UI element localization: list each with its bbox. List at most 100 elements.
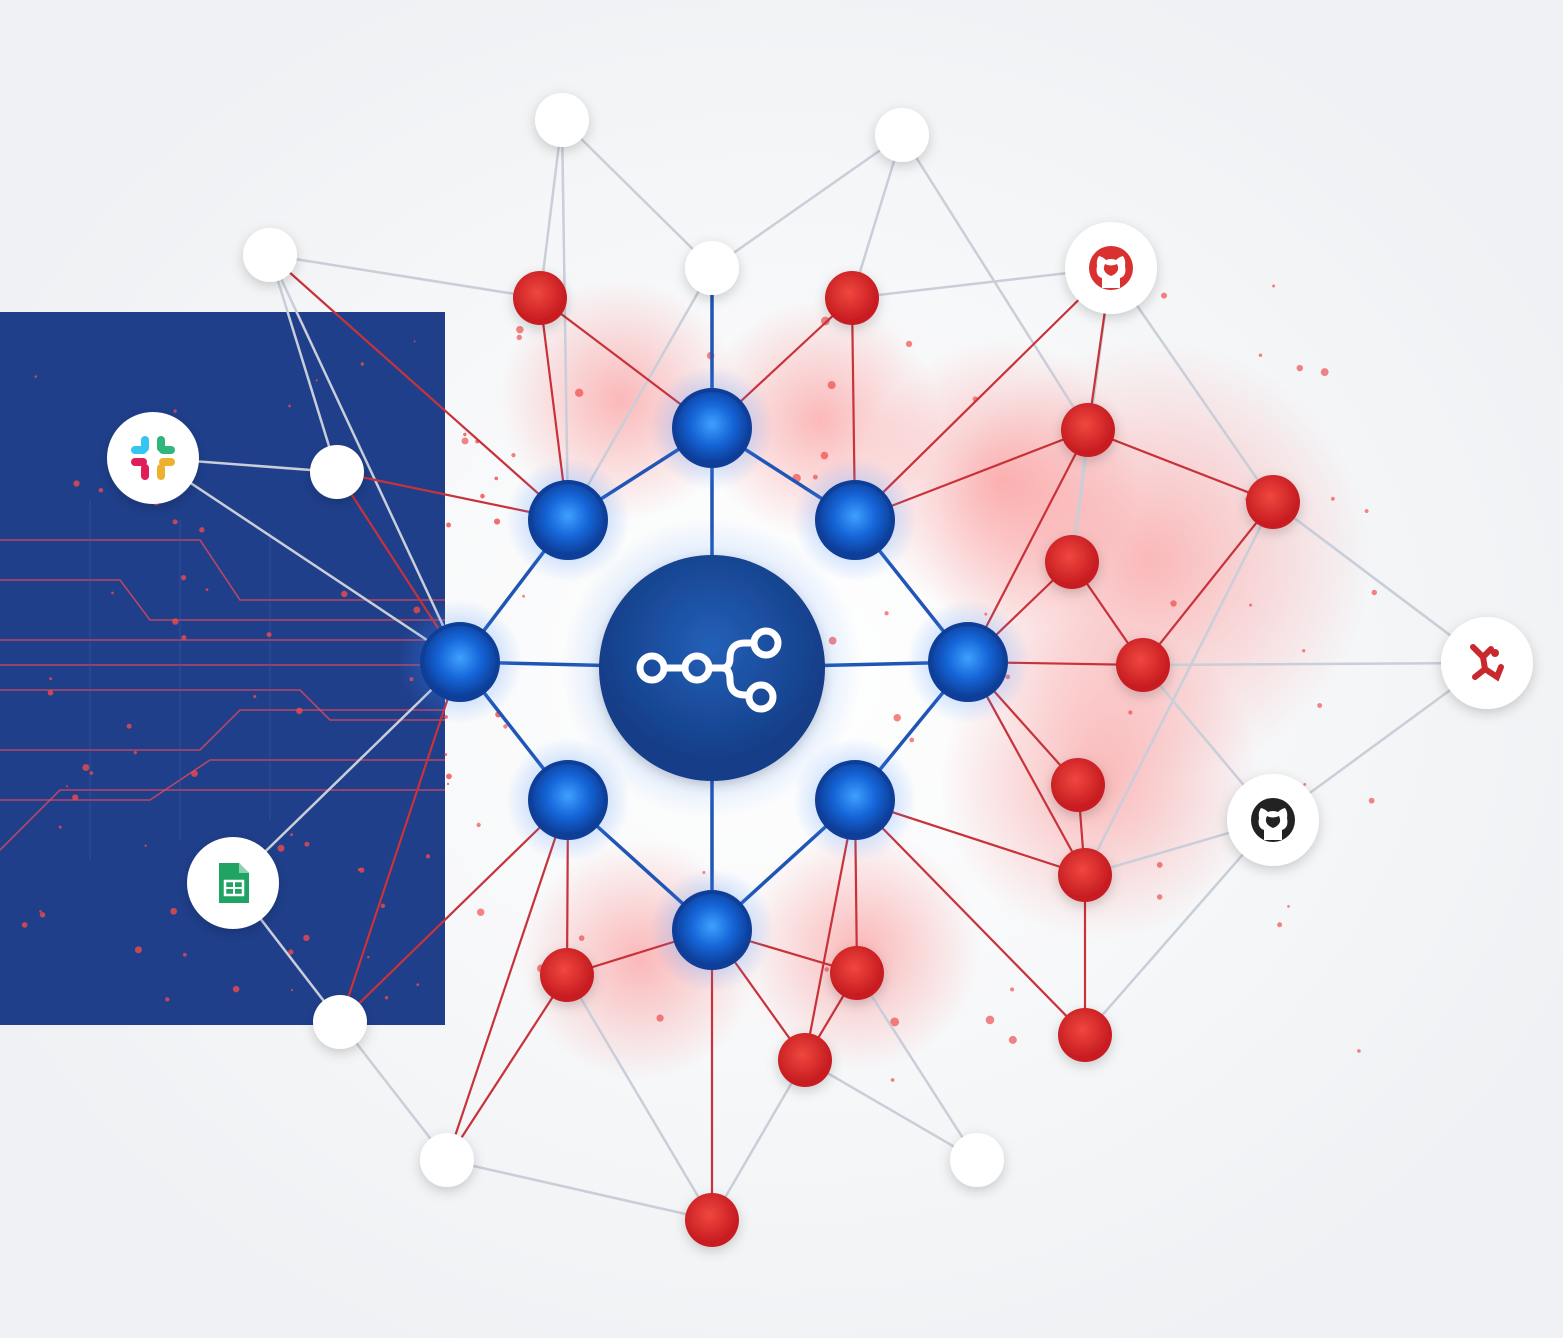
particle <box>824 967 829 972</box>
white-node <box>313 995 367 1049</box>
particle <box>59 826 62 829</box>
particle <box>1331 497 1335 501</box>
particle <box>66 785 68 787</box>
red-node <box>1051 758 1105 812</box>
blue-node <box>674 390 750 466</box>
particle <box>884 611 888 615</box>
particle <box>205 588 208 591</box>
particle <box>517 335 522 340</box>
particle <box>89 771 93 775</box>
particle <box>1357 1049 1361 1053</box>
particle <box>134 751 137 754</box>
particle <box>40 912 45 917</box>
particle <box>477 909 484 916</box>
particle <box>49 677 52 680</box>
particle <box>657 1014 664 1021</box>
particle <box>909 738 914 743</box>
particle <box>1161 293 1167 299</box>
particle <box>39 910 42 913</box>
particle <box>1369 798 1375 804</box>
particle <box>1317 703 1322 708</box>
particle <box>290 833 293 836</box>
particle <box>165 997 169 1001</box>
red-node <box>830 946 884 1000</box>
particle <box>267 632 272 637</box>
particle <box>579 935 585 941</box>
google-sheets-icon <box>219 863 249 903</box>
particle <box>233 986 240 993</box>
github-red-node <box>1065 222 1157 314</box>
particle <box>1259 354 1262 357</box>
particle <box>986 1016 995 1025</box>
particle <box>516 326 524 334</box>
particle <box>1009 1036 1017 1044</box>
red-node <box>1058 1008 1112 1062</box>
particle <box>82 764 89 771</box>
particle <box>1287 905 1290 908</box>
particle <box>891 1078 895 1082</box>
blue-node <box>422 624 498 700</box>
blue-node <box>530 762 606 838</box>
particle <box>253 695 256 698</box>
particle <box>296 708 303 715</box>
particle <box>172 618 179 625</box>
particle <box>1303 783 1306 786</box>
red-node <box>1058 848 1112 902</box>
hub-node <box>562 518 862 818</box>
particle <box>99 488 103 492</box>
particle <box>444 753 447 756</box>
white-node <box>420 1133 474 1187</box>
particle <box>494 477 498 481</box>
red-node <box>778 1033 832 1087</box>
particle <box>462 437 469 444</box>
particle <box>304 842 309 847</box>
white-node <box>950 1133 1004 1187</box>
particle <box>173 519 178 524</box>
particle <box>1372 590 1377 595</box>
particle <box>183 953 187 957</box>
particle <box>1249 604 1252 607</box>
particle <box>73 480 79 486</box>
particle <box>426 854 430 858</box>
particle <box>1157 894 1162 899</box>
white-node <box>535 93 589 147</box>
white-node <box>685 241 739 295</box>
particle <box>446 774 452 780</box>
particle <box>1321 368 1329 376</box>
particle <box>1302 649 1305 652</box>
particle <box>170 908 177 915</box>
particle <box>1128 710 1132 714</box>
slack-node <box>107 412 199 504</box>
red-node <box>1061 403 1115 457</box>
particle <box>288 405 291 408</box>
particle <box>291 989 293 991</box>
github-dark-icon <box>1251 798 1295 842</box>
particle <box>173 410 176 413</box>
blue-node <box>530 482 606 558</box>
particle <box>511 453 515 457</box>
particle <box>522 595 525 598</box>
particle <box>144 845 146 847</box>
red-node <box>1045 535 1099 589</box>
white-node <box>875 108 929 162</box>
particle <box>34 375 37 378</box>
particle <box>381 904 385 908</box>
particle <box>341 591 347 597</box>
google-sheets-node <box>187 837 279 929</box>
particle <box>359 867 364 872</box>
particle <box>303 935 309 941</box>
particle <box>447 783 449 785</box>
particle <box>278 845 285 852</box>
red-node <box>1246 475 1300 529</box>
particle <box>821 452 829 460</box>
particle <box>494 518 500 524</box>
particle <box>135 946 142 953</box>
particle <box>446 523 451 528</box>
particle <box>316 379 318 381</box>
particle <box>413 606 420 613</box>
particle <box>893 714 900 721</box>
particle <box>191 770 198 777</box>
github-dark-node <box>1227 774 1319 866</box>
particle <box>1170 600 1176 606</box>
